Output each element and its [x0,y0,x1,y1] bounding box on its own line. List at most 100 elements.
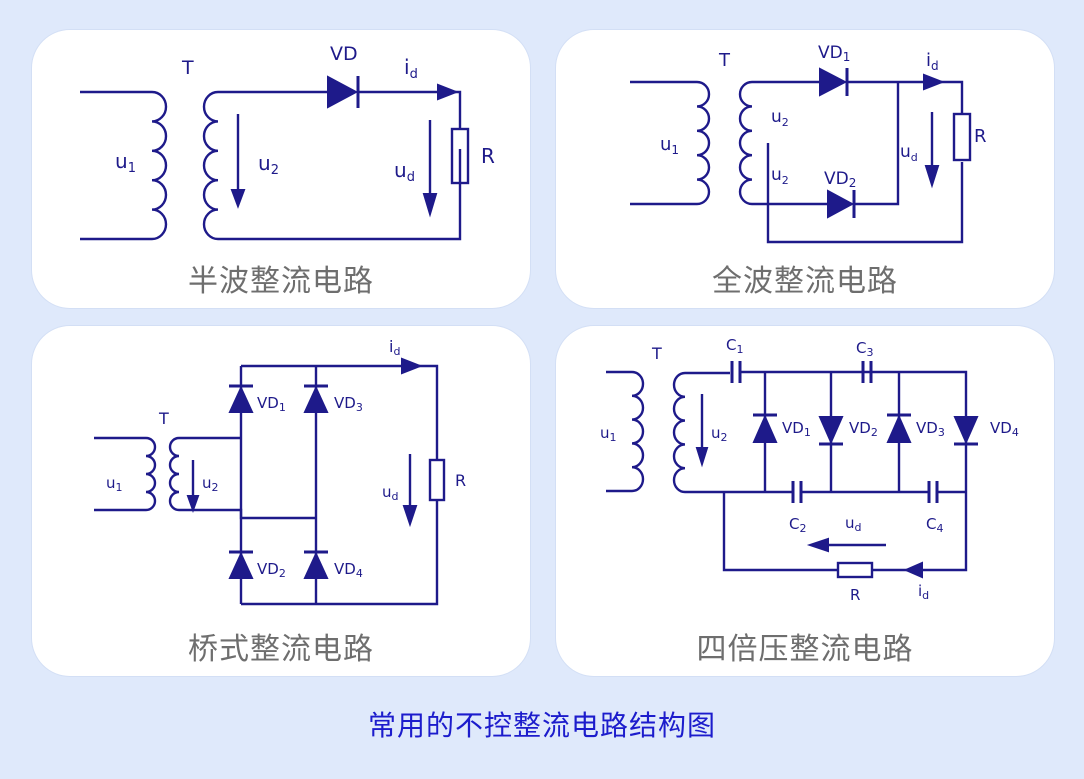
label-t: T [718,50,731,71]
svg-text:VD1: VD1 [782,419,811,439]
diode-vd4 [303,551,329,579]
label-vd3: VD [334,394,356,412]
caption-full-wave: 全波整流电路 [712,264,898,299]
ud-arrow-icon [924,165,940,189]
svg-text:u1: u1 [115,149,136,176]
caption-quadrupler: 四倍压整流电路 [696,632,914,667]
svg-text:VD3: VD3 [334,394,363,414]
diode-vd4 [953,416,979,445]
label-vd: VD [330,43,358,65]
current-arrow-icon [401,357,423,375]
svg-text:ud: ud [900,142,918,164]
vd2-return-wire [854,82,900,206]
svg-text:u2: u2 [711,424,728,444]
svg-text:VD3: VD3 [916,419,945,439]
svg-text:VD1: VD1 [818,43,850,64]
bridge-frame [239,364,439,606]
label-c3: C [856,339,866,357]
resistor-r [952,112,972,162]
label-u2-lower: u [771,165,782,185]
diode-vd2 [818,416,844,445]
svg-text:ud: ud [845,514,862,534]
svg-text:VD2: VD2 [824,169,856,190]
panel-bridge: T id VD1 VD3 VD2 VD4 u1 u2 ud R 桥式整流电路 [32,326,530,676]
svg-text:C3: C3 [856,339,873,359]
svg-text:C2: C2 [789,515,806,535]
diode-vd1 [752,414,778,443]
svg-text:id: id [389,337,400,358]
svg-text:id: id [926,50,939,73]
resistor-r [428,458,446,502]
svg-text:C4: C4 [926,515,943,535]
label-r: R [850,586,860,604]
resistor-r [836,561,874,579]
primary-winding [606,370,645,493]
diode-vd2 [827,189,855,219]
diode-vd3 [886,414,912,443]
svg-text:VD4: VD4 [990,419,1019,439]
top-rail [740,370,968,492]
label-t: T [651,344,662,363]
u2-arrow-icon [186,495,200,513]
secondary-winding [738,80,824,206]
svg-text:VD4: VD4 [334,560,363,580]
current-arrow-icon [923,73,945,91]
ud-arrow-icon [422,193,438,218]
secondary-winding [202,90,462,241]
svg-text:u2: u2 [771,107,789,129]
ud-arrow-icon [402,505,418,528]
label-u1: u [600,424,610,442]
label-u1: u [660,134,671,155]
label-vd1: VD [782,419,804,437]
svg-text:u2: u2 [771,165,789,187]
current-arrow-icon [903,561,923,579]
primary-winding [80,90,168,241]
label-u1: u [115,149,128,173]
label-c2: C [789,515,799,533]
label-r: R [481,144,495,168]
label-c4: C [926,515,936,533]
half-wave-circuit: T VD id u1 u2 ud R [80,43,495,241]
svg-text:u2: u2 [258,151,279,178]
resistor-r [450,127,470,185]
figure-caption: 常用的不控整流电路结构图 [367,709,716,742]
panel-quadrupler: T C1 C3 C2 C4 VD1 VD2 VD3 VD4 u1 u2 ud i… [556,326,1054,676]
label-ud: u [900,142,911,162]
current-arrow-icon [437,83,459,101]
label-vd4: VD [990,419,1012,437]
svg-text:VD2: VD2 [257,560,286,580]
label-u2: u [202,474,212,492]
diode-vd3 [303,385,329,413]
label-u2: u [258,151,271,175]
svg-text:id: id [918,582,929,602]
label-id: i [926,50,931,71]
label-vd2: VD [824,169,849,189]
full-wave-circuit: T VD1 VD2 id u1 u2 u2 ud R [630,43,987,244]
primary-winding [94,436,157,512]
label-t: T [181,57,194,79]
caption-bridge: 桥式整流电路 [188,632,374,667]
label-vd2: VD [257,560,279,578]
label-u2: u [711,424,721,442]
label-vd4: VD [334,560,356,578]
quadrupler-circuit: T C1 C3 C2 C4 VD1 VD2 VD3 VD4 u1 u2 ud i… [600,336,1019,604]
center-tap-wire [766,143,964,244]
diode-vd2 [228,551,254,579]
label-r: R [455,471,466,490]
secondary-winding [168,436,316,520]
label-ud: u [382,483,392,501]
svg-text:u1: u1 [106,474,123,494]
diode-vd1 [228,385,254,413]
label-id: i [918,582,922,600]
top-wire [232,90,462,129]
label-id: i [404,55,410,79]
label-vd3: VD [916,419,938,437]
label-u2-upper: u [771,107,782,127]
u2-arrow-icon [230,189,246,209]
caption-half-wave: 半波整流电路 [188,264,374,299]
svg-text:C1: C1 [726,336,743,356]
diode-vd [327,75,359,109]
ud-arrow-icon [806,537,829,553]
svg-text:VD2: VD2 [849,419,878,439]
svg-text:u1: u1 [600,424,617,444]
